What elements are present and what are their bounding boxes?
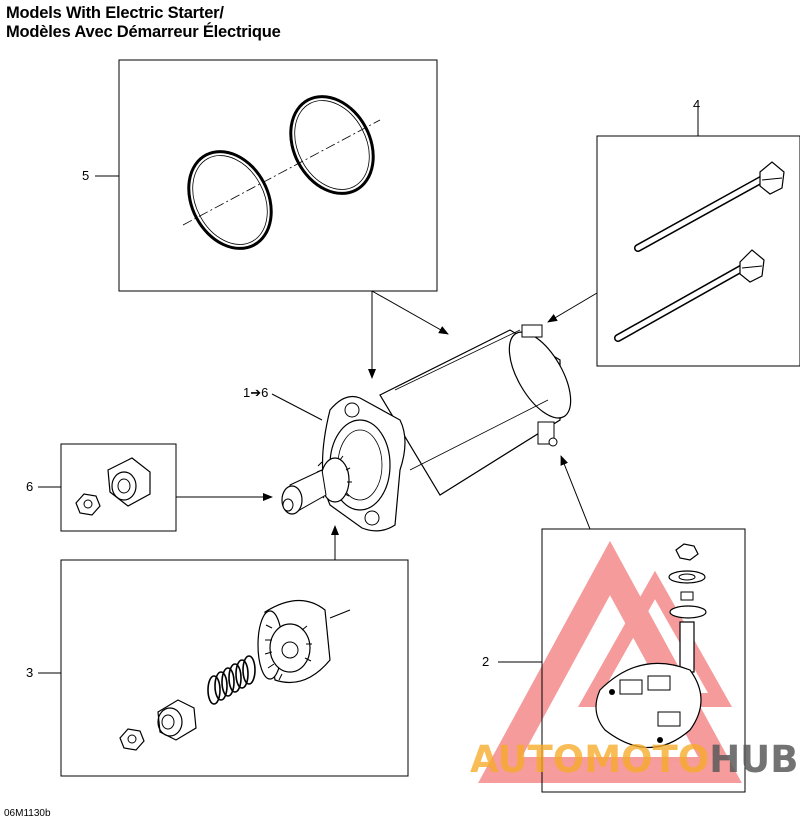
callout-6: 6 [26,479,34,494]
leader-1-6 [271,393,323,421]
callout-5: 5 [82,168,90,183]
bolt-lower [614,249,765,342]
title-line-french: Modèles Avec Démarreur Électrique [6,23,281,41]
diagram-title: Models With Electric Starter/ Modèles Av… [6,4,281,42]
drawing-code: 06M1130b [4,808,51,819]
watermark-part-2: HUB [709,738,799,781]
box-4-bolts [596,100,800,367]
bolt-upper [634,161,785,252]
box-2-brush-kit [498,528,746,793]
o-ring-right [289,95,375,195]
callout-2: 2 [482,654,490,669]
title-line-english: Models With Electric Starter/ [6,4,224,22]
callout-4: 4 [693,97,701,112]
box-3-drive-assembly [38,559,409,777]
starter-motor-assembly [281,324,572,532]
callout-3: 3 [26,665,34,680]
spring [207,655,256,705]
watermark-text: AUTOMOTOHUB [470,738,798,781]
box-6-nut-washer [38,443,177,532]
assembly-arrows [176,290,598,560]
watermark-part-1: AUTOMOTO [470,738,710,781]
box-5-o-rings [95,59,438,292]
callout-1-to-6: 1➔6 [243,385,269,400]
o-ring-left [187,150,273,250]
